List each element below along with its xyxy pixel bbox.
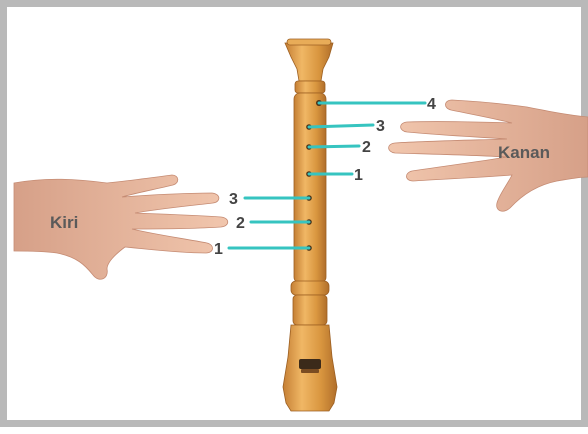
right-finger-1-label: 1 (354, 167, 363, 184)
left-finger-2-label: 2 (236, 215, 245, 232)
left-finger-1-label: 1 (214, 241, 223, 258)
right-hand (389, 100, 588, 211)
right-finger-2-label: 2 (362, 139, 371, 156)
left-hand-label: Kiri (50, 213, 78, 232)
right-hand-label: Kanan (498, 143, 550, 162)
right-line-3 (309, 125, 373, 127)
recorder (283, 39, 337, 411)
left-hand (14, 175, 228, 279)
left-finger-3-label: 3 (229, 191, 238, 208)
right-finger-4-label: 4 (427, 96, 436, 113)
leader-lines (229, 103, 425, 248)
right-line-2 (309, 146, 359, 147)
recorder-fingering-diagram: 4 3 2 1 3 2 1 Kiri Kanan (7, 7, 588, 434)
right-finger-3-label: 3 (376, 118, 385, 135)
